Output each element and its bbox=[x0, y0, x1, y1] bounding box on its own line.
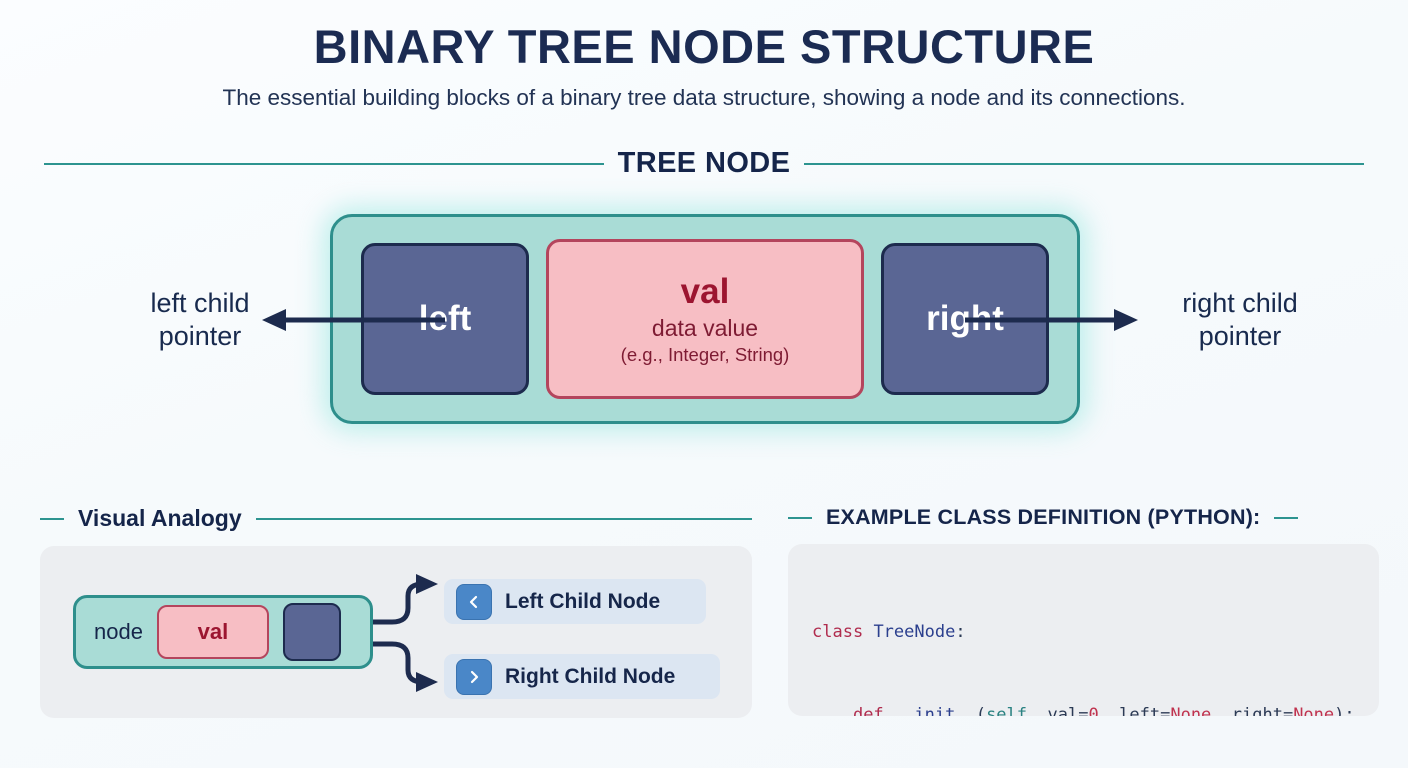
page-title: BINARY TREE NODE STRUCTURE bbox=[313, 20, 1095, 73]
divider-left bbox=[44, 162, 604, 165]
left-pointer-slot[interactable]: left bbox=[361, 243, 529, 396]
bottom-sections: Visual Analogy node val bbox=[0, 505, 1408, 718]
code-line: def __init__(self, val=0, left=None, rig… bbox=[852, 704, 1355, 716]
tree-node-heading: TREE NODE bbox=[617, 147, 791, 180]
left-child-pointer-label: left child pointer bbox=[100, 287, 300, 353]
left-child-node-label: Left Child Node bbox=[505, 589, 661, 613]
right-slot-label: right bbox=[926, 299, 1004, 339]
page-subtitle: The essential building blocks of a binar… bbox=[222, 85, 1186, 111]
code-divider-left bbox=[788, 516, 812, 519]
analogy-node-label: node bbox=[94, 619, 143, 644]
code-block: class TreeNode: def __init__(self, val=0… bbox=[788, 544, 1379, 716]
divider-right bbox=[804, 162, 1365, 165]
child-connectors bbox=[370, 574, 438, 692]
left-slot-label: left bbox=[418, 299, 472, 339]
analogy-section-header: Visual Analogy bbox=[40, 505, 752, 532]
right-pointer-line2: pointer bbox=[1198, 321, 1282, 352]
code-divider-right bbox=[1274, 516, 1299, 519]
analogy-panel: node val Left Child Node Right bbox=[40, 546, 752, 718]
analogy-divider-right bbox=[255, 517, 752, 520]
left-pointer-line1: left child bbox=[150, 288, 250, 319]
right-child-node-label: Right Child Node bbox=[505, 664, 676, 688]
chevron-left-icon bbox=[456, 583, 492, 620]
analogy-pointer-box bbox=[282, 603, 341, 661]
page-header: BINARY TREE NODE STRUCTURE The essential… bbox=[0, 0, 1408, 111]
analogy-divider-left bbox=[40, 517, 64, 520]
analogy-heading: Visual Analogy bbox=[78, 505, 242, 531]
right-child-pointer-label: right child pointer bbox=[1140, 287, 1340, 353]
analogy-node: node val bbox=[73, 595, 373, 669]
right-pointer-line1: right child bbox=[1182, 288, 1298, 319]
right-pointer-slot[interactable]: right bbox=[881, 243, 1049, 396]
right-child-node-item[interactable]: Right Child Node bbox=[444, 654, 720, 699]
tree-node-diagram: left child pointer left val data value (… bbox=[0, 202, 1408, 438]
value-title: val bbox=[680, 272, 730, 312]
code-heading: EXAMPLE CLASS DEFINITION (PYTHON): bbox=[826, 505, 1261, 529]
value-subtitle: data value bbox=[651, 314, 759, 341]
value-slot[interactable]: val data value (e.g., Integer, String) bbox=[546, 239, 864, 400]
left-pointer-line2: pointer bbox=[158, 321, 242, 352]
tree-node-container: left val data value (e.g., Integer, Stri… bbox=[330, 214, 1080, 425]
visual-analogy-column: Visual Analogy node val bbox=[40, 505, 752, 718]
code-line: class TreeNode: bbox=[812, 622, 966, 643]
analogy-val-box: val bbox=[156, 605, 269, 659]
code-column: EXAMPLE CLASS DEFINITION (PYTHON): class… bbox=[788, 505, 1379, 718]
chevron-right-icon bbox=[456, 658, 492, 695]
left-child-node-item[interactable]: Left Child Node bbox=[444, 579, 706, 624]
code-section-header: EXAMPLE CLASS DEFINITION (PYTHON): bbox=[788, 505, 1379, 530]
tree-node-section-header: TREE NODE bbox=[44, 147, 1365, 180]
value-hint: (e.g., Integer, String) bbox=[620, 344, 790, 366]
